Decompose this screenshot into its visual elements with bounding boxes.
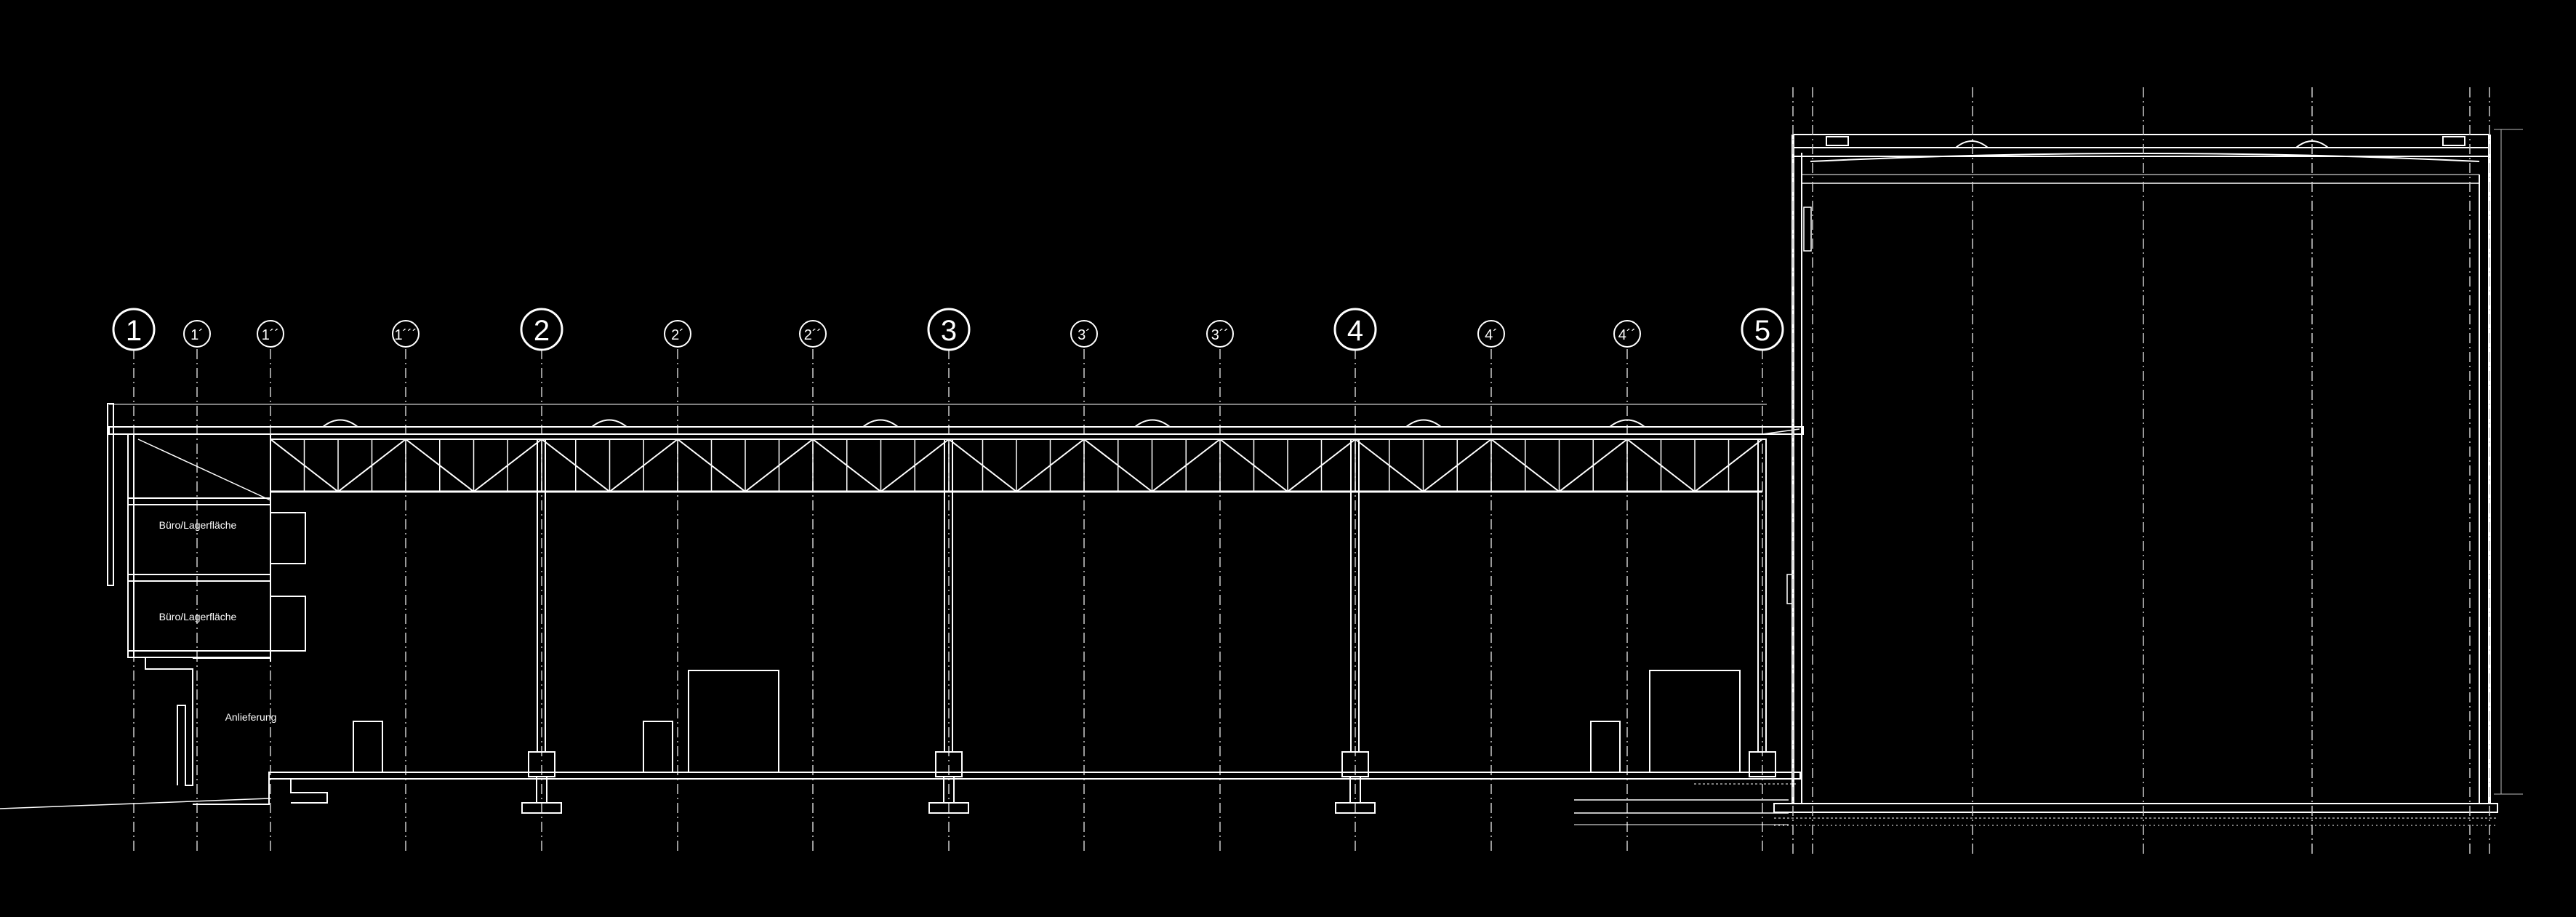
axis-bubble-4a [1477,320,1505,348]
foundation-cap-2 [528,751,555,777]
skylight-dome [322,419,358,428]
axis-label-4b: 4´´ [1618,327,1636,343]
axis-lines [133,349,1763,854]
door-large-2 [1649,670,1741,773]
hall-skylight-2 [2295,140,2329,148]
hall-roof-camber [1810,153,2480,162]
ground-openings [353,670,1741,773]
door-large-1 [688,670,779,773]
axis-bubble-3b [1206,320,1234,348]
door-small-2 [643,721,673,773]
axis-bubble-2 [520,308,563,351]
hall-corner-detail-right [2442,136,2465,146]
room-label-delivery: Anlieferung [225,711,277,723]
axis-label-4: 4 [1347,315,1363,347]
axis-bubble-1 [112,308,156,351]
hall-corner-detail-left [1826,136,1849,146]
right-dimension-marks [2494,129,2523,795]
foundations [521,751,1776,814]
axis-label-2a: 2´ [671,327,684,343]
axis-bubble-4b [1613,320,1641,348]
hall-skylights [1955,140,2329,148]
skylight-dome [1405,419,1442,428]
balcony-upper [270,512,306,564]
foundation-cap-3 [935,751,963,777]
axis-label-5: 5 [1754,315,1770,347]
skylight-dome [1134,419,1171,428]
axis-bubble-1c [392,320,420,348]
floor-ground-line [0,798,270,809]
skylights [322,419,1645,428]
axis-label-1: 1 [126,315,142,347]
skylight-dome [862,419,899,428]
axis-bubbles [112,308,1784,351]
door-small-1 [353,721,383,773]
truss-end-left [137,439,271,501]
axis-bubble-3 [927,308,971,351]
door-small-3 [1590,721,1621,773]
axis-label-1c: 1´´´ [394,327,417,343]
roof-truss [108,404,1804,501]
hall-floor-slab [1773,803,2498,813]
axis-bubble-2a [664,320,691,348]
skylight-dome [591,419,627,428]
floor-slab-main [268,772,1801,780]
office-block [107,403,306,786]
truss-verticals [270,439,1730,492]
facade-panel [107,403,114,586]
hall-wall-detail-1 [1803,207,1812,252]
room-label-office-upper: Büro/Lagerfläche [159,519,237,531]
foundation-base-4 [1335,802,1376,814]
room-label-office-lower: Büro/Lagerfläche [159,611,237,622]
axis-label-1a: 1´ [190,327,204,343]
balcony-lower [270,596,306,652]
axis-label-2: 2 [534,315,550,347]
axis-label-1b: 1´´ [262,327,279,343]
foundation-base-2 [521,802,562,814]
axis-bubble-2b [799,320,827,348]
skylight-dome [1609,419,1645,428]
room-labels: Büro/Lagerfläche Büro/Lagerfläche Anlief… [159,519,277,723]
high-bay-hall [1773,134,2498,826]
axis-label-3b: 3´´ [1211,327,1229,343]
axis-bubble-5 [1741,308,1784,351]
office-slab-lower [127,650,271,658]
axis-label-2b: 2´´ [804,327,822,343]
axis-bubble-1b [257,320,284,348]
hall-grid-lines [1792,87,2490,854]
axis-bubble-3a [1070,320,1098,348]
axis-labels: 1 1´ 1´´ 1´´´ 2 2´ 2´´ 3 3´ 3´´ 4 4´ 4´´… [126,315,1770,347]
hall-roof-slab [1792,147,2490,157]
axis-label-3a: 3´ [1078,327,1091,343]
foundation-cap-5 [1749,751,1776,777]
axis-label-4a: 4´ [1485,327,1498,343]
office-slab-upper [127,497,271,505]
foundation-base-3 [928,802,969,814]
axis-label-3: 3 [941,315,957,347]
hall-skylight-1 [1955,140,1989,148]
axis-bubble-4 [1333,308,1377,351]
roof-slab [108,426,1804,435]
delivery-canopy [145,658,193,786]
floor-slab [0,772,1801,825]
floor-step-left [193,778,328,805]
foundation-cap-4 [1341,751,1369,777]
office-slab-middle [127,574,271,582]
axis-bubble-1a [183,320,211,348]
